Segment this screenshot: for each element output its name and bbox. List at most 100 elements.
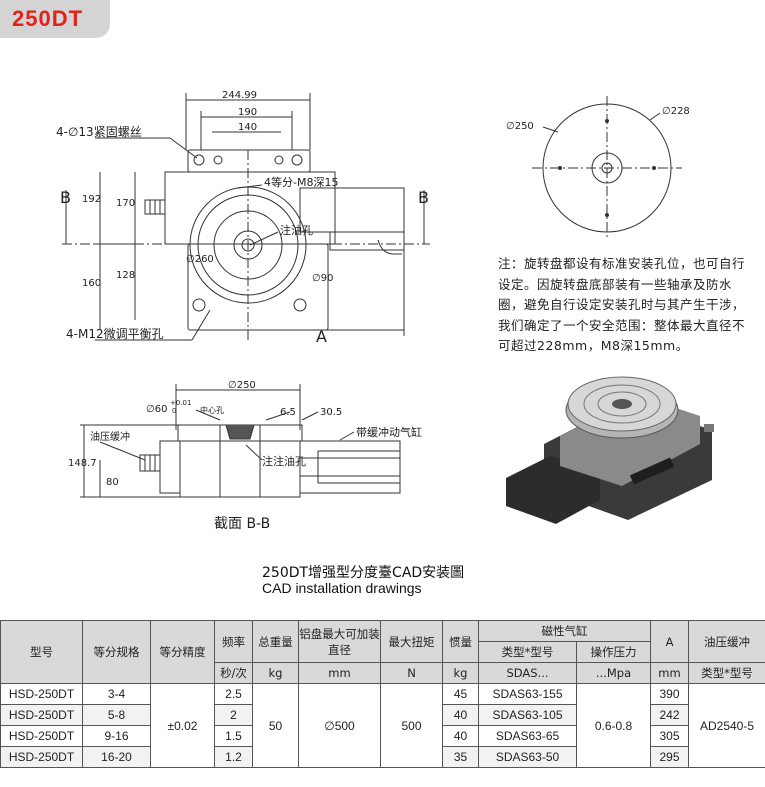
th-precision: 等分精度 bbox=[150, 620, 215, 684]
callout-phi260: ∅260 bbox=[186, 254, 214, 265]
dim-160: 160 bbox=[82, 278, 101, 289]
th-cyl-model: 类型*型号 bbox=[478, 641, 577, 663]
th-weight-unit: kg bbox=[252, 662, 299, 684]
th-cyl-pressure-sub: ...Mpa bbox=[576, 662, 651, 684]
cell-cylinder: SDAS63-50 bbox=[478, 746, 577, 768]
label-b-left: B bbox=[60, 188, 71, 207]
dim-170: 170 bbox=[116, 198, 135, 209]
badge-text: 250DT bbox=[12, 6, 84, 31]
product-render bbox=[506, 376, 714, 524]
table-row: HSD-250DT 9-16 1.5 40 SDAS63-65 305 bbox=[0, 725, 765, 747]
cell-precision: ±0.02 bbox=[150, 683, 215, 768]
callout-oil: 注油孔 bbox=[280, 223, 313, 237]
disk-view-labels: ∅250 ∅228 bbox=[506, 106, 690, 132]
dim-244-99: 244.99 bbox=[222, 90, 257, 101]
section-center-hole: 中心孔 bbox=[200, 405, 224, 415]
cell-division: 9-16 bbox=[82, 725, 151, 747]
cell-cylinder: SDAS63-155 bbox=[478, 683, 577, 705]
cell-model: HSD-250DT bbox=[0, 683, 83, 705]
cell-inertia: 40 bbox=[442, 704, 479, 726]
section-dim-6-5: 6.5 bbox=[280, 407, 296, 418]
table-row: HSD-250DT 16-20 1.2 35 SDAS63-50 295 bbox=[0, 746, 765, 768]
table-row: HSD-250DT 3-4 ±0.02 2.5 50 ∅500 500 45 S… bbox=[0, 683, 765, 768]
section-tol1: +0.01 bbox=[170, 399, 191, 407]
cell-freq: 2.5 bbox=[214, 683, 253, 705]
disk-phi228: ∅228 bbox=[662, 106, 690, 117]
cell-division: 5-8 bbox=[82, 704, 151, 726]
cell-inertia: 40 bbox=[442, 725, 479, 747]
cell-division: 16-20 bbox=[82, 746, 151, 768]
installation-note: 注：旋转盘都设有标准安装孔位，也可自行设定。因旋转盘底部装有一些轴承及防水圈，避… bbox=[498, 256, 746, 353]
dim-190: 190 bbox=[238, 107, 257, 118]
cell-a: 305 bbox=[650, 725, 689, 747]
th-inertia: 惯量 bbox=[442, 620, 479, 663]
th-weight: 总重量 bbox=[252, 620, 299, 663]
cell-a: 390 bbox=[650, 683, 689, 705]
cad-drawing: 244.99 190 140 192 170 128 160 B B A 4-∅… bbox=[56, 90, 714, 532]
cell-cylinder: SDAS63-105 bbox=[478, 704, 577, 726]
th-cyl-model-sub: SDAS... bbox=[478, 662, 577, 684]
cell-inertia: 35 bbox=[442, 746, 479, 768]
section-label: 截面 B-B bbox=[214, 516, 270, 532]
cell-model: HSD-250DT bbox=[0, 725, 83, 747]
section-tol2: 0 bbox=[172, 407, 176, 415]
th-division: 等分规格 bbox=[82, 620, 151, 684]
cell-model: HSD-250DT bbox=[0, 704, 83, 726]
spec-table: 型号 等分规格 等分精度 频率 总重量 铝盘最大可加装直径 最大扭矩 惯量 磁性… bbox=[0, 620, 765, 768]
th-inertia-unit: kg bbox=[442, 662, 479, 684]
caption-en: CAD installation drawings bbox=[262, 580, 422, 596]
callout-bolt: 4-∅13紧固螺丝 bbox=[56, 125, 142, 139]
th-a-unit: mm bbox=[650, 662, 689, 684]
cell-freq: 2 bbox=[214, 704, 253, 726]
th-buffer: 油压缓冲 bbox=[688, 620, 765, 663]
cell-inertia: 45 bbox=[442, 683, 479, 705]
section-dim-30-5: 30.5 bbox=[320, 407, 342, 418]
top-view bbox=[62, 93, 430, 341]
cell-freq: 1.2 bbox=[214, 746, 253, 768]
header-row-1: 型号 等分规格 等分精度 频率 总重量 铝盘最大可加装直径 最大扭矩 惯量 磁性… bbox=[0, 620, 765, 684]
th-cylinder: 磁性气缸 bbox=[478, 620, 651, 642]
dim-128: 128 bbox=[116, 270, 135, 281]
cell-weight: 50 bbox=[252, 683, 299, 768]
caption-cn: 250DT增强型分度臺CAD安装圖 bbox=[262, 565, 465, 581]
th-model: 型号 bbox=[0, 620, 83, 684]
table-row: HSD-250DT 5-8 2 40 SDAS63-105 242 bbox=[0, 704, 765, 726]
cell-division: 3-4 bbox=[82, 683, 151, 705]
section-oil-plug: 油压缓冲 bbox=[90, 430, 130, 443]
th-disk-unit: mm bbox=[298, 662, 381, 684]
cell-pressure: 0.6-0.8 bbox=[576, 683, 651, 768]
cell-model: HSD-250DT bbox=[0, 746, 83, 768]
dim-192: 192 bbox=[82, 194, 101, 205]
callout-phi90: ∅90 bbox=[312, 273, 333, 284]
th-torque: 最大扭矩 bbox=[380, 620, 443, 663]
section-cylinder: 带缓冲动气缸 bbox=[356, 425, 422, 439]
th-freq-unit: 秒/次 bbox=[214, 662, 253, 684]
section-dim-80: 80 bbox=[106, 477, 119, 488]
th-disk: 铝盘最大可加装直径 bbox=[298, 620, 381, 663]
section-dim-148-7: 148.7 bbox=[68, 458, 97, 469]
cell-a: 295 bbox=[650, 746, 689, 768]
section-oil-hole: 注注油孔 bbox=[262, 454, 306, 468]
disk-phi250: ∅250 bbox=[506, 121, 534, 132]
th-buffer-model: 类型*型号 bbox=[688, 662, 765, 684]
section-view-labels: ∅250 ∅60 +0.01 0 中心孔 6.5 30.5 148.7 80 油… bbox=[68, 380, 422, 532]
top-view-labels: 244.99 190 140 192 170 128 160 B B A 4-∅… bbox=[56, 90, 429, 346]
cell-torque: 500 bbox=[380, 683, 443, 768]
cell-cylinder: SDAS63-65 bbox=[478, 725, 577, 747]
cell-buffer: AD2540-5 bbox=[688, 683, 765, 768]
disk-view bbox=[532, 96, 682, 240]
callout-m12: 4-M12微调平衡孔 bbox=[66, 327, 164, 341]
section-phi60: ∅60 bbox=[146, 404, 167, 415]
cell-disk: ∅500 bbox=[298, 683, 381, 768]
header-row-2: 类型*型号 操作压力 bbox=[1, 641, 765, 663]
label-a: A bbox=[316, 327, 327, 346]
th-cyl-pressure: 操作压力 bbox=[576, 641, 651, 663]
title-badge: 250DT bbox=[0, 0, 110, 38]
cell-freq: 1.5 bbox=[214, 725, 253, 747]
label-b-right: B bbox=[418, 188, 429, 207]
cell-a: 242 bbox=[650, 704, 689, 726]
section-view bbox=[80, 384, 401, 498]
th-a: A bbox=[650, 620, 689, 663]
th-freq: 频率 bbox=[214, 620, 253, 663]
header-row-3: 秒/次 kg mm N kg SDAS... ...Mpa mm 类型*型号 bbox=[1, 662, 765, 684]
